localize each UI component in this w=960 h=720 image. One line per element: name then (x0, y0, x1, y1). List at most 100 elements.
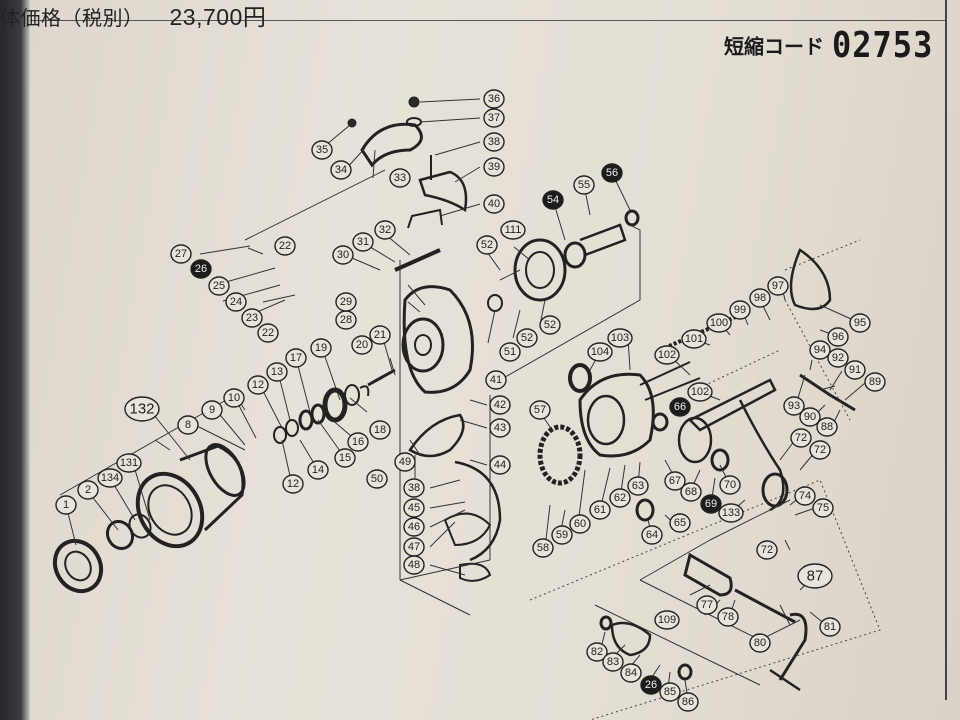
callout-part-49: 49 (394, 452, 416, 472)
frame-border-right (945, 0, 947, 700)
callout-part-90: 90 (799, 407, 821, 427)
callout-bubble (266, 362, 288, 382)
callout-part-97: 97 (767, 276, 789, 296)
callout-bubble (116, 453, 142, 473)
callout-number: 65 (674, 517, 686, 529)
callout-part-111: 111 (500, 220, 526, 240)
callout-number: 38 (488, 136, 500, 148)
callout-part-82: 82 (586, 642, 608, 662)
callout-bubble (529, 400, 551, 420)
callout-number: 92 (832, 352, 844, 364)
callout-part-84: 84 (620, 663, 642, 683)
callout-part-46: 46 (403, 517, 425, 537)
group-brackets (59, 169, 881, 720)
callout-number: 131 (120, 457, 138, 469)
callout-bubble (573, 175, 595, 195)
callout-number: 22 (279, 240, 291, 252)
spool-part (135, 443, 246, 549)
callout-bubble (812, 498, 834, 518)
callout-bubble (124, 396, 160, 422)
callout-bubble (659, 682, 681, 702)
callout-number: 46 (408, 521, 420, 533)
callout-bubble (602, 652, 624, 672)
handle-part (599, 552, 808, 692)
callout-number: 12 (252, 379, 264, 391)
callout-part-26: 26 (640, 675, 662, 695)
callout-number: 57 (534, 404, 546, 416)
callout-bubble (532, 538, 554, 558)
callout-bubble (849, 313, 871, 333)
callout-part-88: 88 (816, 417, 838, 437)
callout-number: 13 (271, 366, 283, 378)
callout-number: 75 (817, 502, 829, 514)
callout-bubble (589, 500, 611, 520)
callout-part-22: 22 (274, 236, 296, 256)
callout-bubble (285, 348, 307, 368)
callout-number: 54 (547, 194, 559, 206)
callout-part-62: 62 (609, 488, 631, 508)
callout-bubble (700, 494, 722, 514)
callout-part-9: 9 (201, 400, 223, 420)
callout-bubble (551, 525, 573, 545)
callout-part-72: 72 (756, 540, 778, 560)
callout-part-14: 14 (307, 460, 329, 480)
callout-bubble (489, 455, 511, 475)
callout-number: 12 (287, 478, 299, 490)
callout-number: 67 (669, 475, 681, 487)
callout-number: 19 (315, 342, 327, 354)
callout-part-17: 17 (285, 348, 307, 368)
callout-bubble (177, 415, 199, 435)
callout-number: 61 (594, 504, 606, 516)
callout-number: 50 (371, 473, 383, 485)
callout-bubble (669, 397, 691, 417)
callout-number: 78 (722, 611, 734, 623)
callout-part-12: 12 (282, 474, 304, 494)
callout-bubble (403, 517, 425, 537)
callout-number: 85 (664, 686, 676, 698)
callout-bubble (627, 476, 649, 496)
callout-number: 102 (658, 349, 676, 361)
callout-number: 66 (674, 401, 686, 413)
callout-part-89: 89 (864, 372, 886, 392)
callout-number: 26 (645, 679, 657, 691)
callout-number: 95 (854, 317, 866, 329)
callout-bubble (729, 300, 751, 320)
callout-part-18: 18 (369, 420, 391, 440)
price-line: 体価格（税別）23,700円 (0, 0, 266, 32)
callout-bubble (609, 488, 631, 508)
callout-number: 30 (337, 249, 349, 261)
callout-bubble (274, 236, 296, 256)
callout-part-52: 52 (516, 328, 538, 348)
callout-number: 59 (556, 529, 568, 541)
callout-number: 90 (804, 411, 816, 423)
bail-arm-part (347, 96, 468, 272)
callout-part-132: 132 (124, 396, 160, 422)
callout-part-91: 91 (844, 360, 866, 380)
callout-part-98: 98 (749, 288, 771, 308)
callout-number: 44 (494, 459, 506, 471)
callout-part-54: 54 (542, 190, 564, 210)
callout-bubble (641, 525, 663, 545)
callout-part-21: 21 (369, 325, 391, 345)
callout-number: 43 (494, 422, 506, 434)
callout-bubble (190, 259, 212, 279)
callout-number: 26 (195, 263, 207, 275)
callout-part-101: 101 (681, 329, 707, 349)
callout-bubble (749, 288, 771, 308)
callout-number: 8 (185, 419, 191, 431)
callout-bubble (483, 194, 505, 214)
callout-number: 10 (228, 392, 240, 404)
callout-number: 80 (754, 637, 766, 649)
callout-part-1: 1 (55, 495, 77, 515)
callout-part-83: 83 (602, 652, 624, 672)
callout-bubble (307, 460, 329, 480)
callout-bubble (669, 513, 691, 533)
callout-bubble (607, 328, 633, 348)
callout-bubble (706, 313, 732, 333)
callout-part-78: 78 (717, 607, 739, 627)
callout-bubble (347, 432, 369, 452)
callout-bubble (489, 395, 511, 415)
callout-part-95: 95 (849, 313, 871, 333)
callout-part-66: 66 (669, 397, 691, 417)
callout-part-58: 58 (532, 538, 554, 558)
